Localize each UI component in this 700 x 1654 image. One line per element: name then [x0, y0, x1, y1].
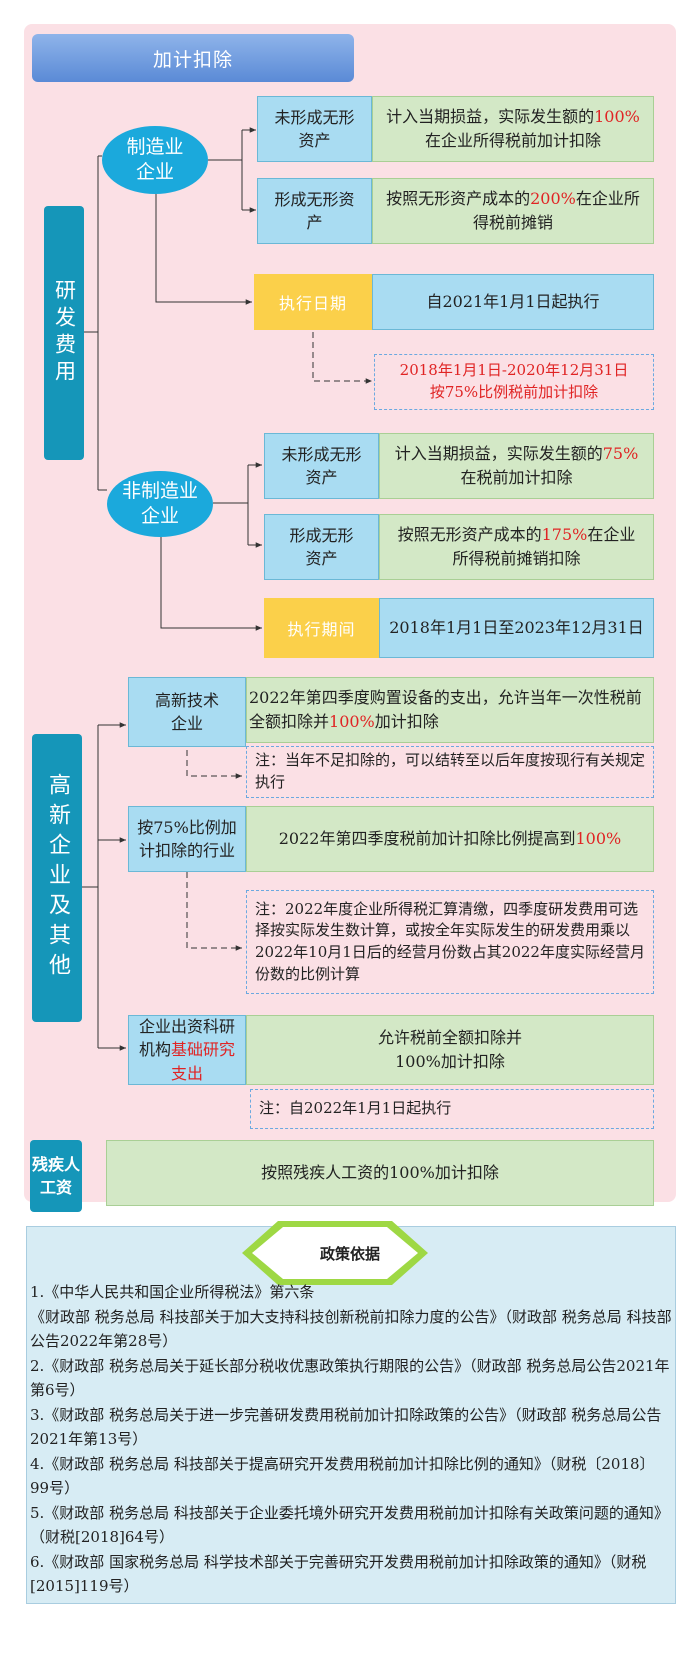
high-tech-policy-rate: 100%	[329, 712, 375, 731]
mfg-exec-value: 自2021年1月1日起执行	[372, 274, 654, 330]
ratio-75-industry: 按75%比例加计扣除的行业	[128, 806, 246, 872]
policy-diamond	[242, 1221, 428, 1285]
high-tech-policy-text: 2022年第四季度购置设备的支出，允许当年一次性税前全额扣除并	[249, 688, 642, 731]
page-title: 加计扣除	[32, 34, 354, 82]
nonmfg-row2-right: 按照无形资产成本的175%在企业所得税前摊销扣除	[379, 514, 654, 580]
mfg-row2-rate: 200%	[530, 189, 576, 208]
basic-research-text: 基础研究支出	[170, 1040, 236, 1083]
high-tech-enterprise: 高新技术 企业	[128, 677, 246, 747]
mfg-row2-left: 形成无形资 产	[257, 178, 372, 244]
nonmfg-exec-label: 执行期间	[264, 598, 379, 658]
mfg-row2-text-end: 在企业所得税前摊销	[472, 189, 640, 232]
ratio-75-policy: 2022年第四季度税前加计扣除比例提高到100%	[246, 806, 654, 872]
high-tech-label: 高新企业及其他	[32, 734, 82, 1022]
disabled-wage-policy: 按照残疾人工资的100%加计扣除	[106, 1140, 654, 1206]
policy-title: 政策依据	[319, 1244, 380, 1263]
mfg-row1-right: 计入当期损益，实际发生额的100% 在企业所得税前加计扣除	[372, 96, 654, 162]
high-tech-policy-text-end: 加计扣除	[374, 712, 439, 731]
mfg-row2-right: 按照无形资产成本的200%在企业所得税前摊销	[372, 178, 654, 244]
high-tech-enterprise-policy: 2022年第四季度购置设备的支出，允许当年一次性税前全额扣除并100%加计扣除	[246, 677, 654, 743]
nonmfg-row2-rate: 175%	[541, 525, 588, 544]
nonmfg-row1-rate: 75%	[602, 444, 639, 463]
mfg-row2-text: 按照无形资产成本的	[386, 189, 531, 208]
mfg-history-note: 2018年1月1日-2020年12月31日 按75%比例税前加计扣除	[374, 354, 654, 410]
nonmfg-exec-value: 2018年1月1日至2023年12月31日	[379, 598, 654, 658]
non-manufacturing-node: 非制造业 企业	[107, 471, 213, 537]
nonmfg-row2-text-end: 在企业所得税前摊销扣除	[452, 525, 636, 568]
policy-item-2: 2.《财政部 税务总局关于延长部分税收优惠政策执行期限的公告》（财政部 税务总局…	[30, 1356, 670, 1400]
manufacturing-node: 制造业 企业	[102, 126, 208, 194]
mfg-row1-left: 未形成无形 资产	[257, 96, 372, 162]
rd-expense-label: 研发费用	[44, 206, 84, 460]
nonmfg-row1-left: 未形成无形 资产	[264, 433, 379, 499]
nonmfg-row1-text-end: 在税前加计扣除	[460, 468, 573, 487]
disabled-wage-label: 残疾人 工资	[30, 1140, 82, 1212]
ratio-75-policy-text: 2022年第四季度税前加计扣除比例提高到	[278, 829, 576, 848]
nonmfg-row1-right: 计入当期损益，实际发生额的75% 在税前加计扣除	[379, 433, 654, 499]
policy-item-4: 4.《财政部 税务总局 科技部关于提高研究开发费用税前加计扣除比例的通知》（财税…	[30, 1454, 655, 1498]
ratio-75-policy-rate: 100%	[575, 829, 622, 848]
mfg-row1-text-end: 在企业所得税前加计扣除	[424, 131, 601, 150]
research-institution: 企业出资科研机构基础研究支出	[128, 1015, 246, 1085]
nonmfg-row2-left: 形成无形 资产	[264, 514, 379, 580]
high-tech-note: 注：当年不足扣除的，可以结转至以后年度按现行有关规定执行	[246, 746, 654, 798]
policy-item-1: 1.《中华人民共和国企业所得税法》第六条	[30, 1283, 315, 1301]
ratio-75-note: 注：2022年度企业所得税汇算清缴，四季度研发费用可选择按实际发生数计算，或按全…	[246, 890, 654, 994]
research-institution-note: 注：自2022年1月1日起执行	[250, 1089, 654, 1129]
mfg-exec-label: 执行日期	[254, 274, 372, 330]
nonmfg-row2-text: 按照无形资产成本的	[397, 525, 542, 544]
mfg-row1-text: 计入当期损益，实际发生额的	[386, 107, 595, 126]
mfg-row1-rate: 100%	[594, 107, 640, 126]
policy-panel	[26, 1226, 676, 1604]
nonmfg-row1-text: 计入当期损益，实际发生额的	[394, 444, 603, 463]
policy-item-1b: 《财政部 税务总局 科技部关于加大支持科技创新税前扣除力度的公告》（财政部 税务…	[30, 1307, 672, 1351]
policy-item-3: 3.《财政部 税务总局关于进一步完善研发费用税前加计扣除政策的公告》（财政部 税…	[30, 1405, 662, 1449]
policy-item-6: 6.《财政部 国家税务总局 科学技术部关于完善研究开发费用税前加计扣除政策的通知…	[30, 1552, 647, 1596]
research-institution-text: 企业出资科研机构	[138, 1017, 235, 1060]
policy-item-5: 5.《财政部 税务总局 科技部关于企业委托境外研究开发费用税前加计扣除有关政策问…	[30, 1503, 669, 1547]
research-institution-policy: 允许税前全额扣除并 100%加计扣除	[246, 1015, 654, 1085]
policy-list: 1.《中华人民共和国企业所得税法》第六条 《财政部 税务总局 科技部关于加大支持…	[30, 1280, 672, 1599]
